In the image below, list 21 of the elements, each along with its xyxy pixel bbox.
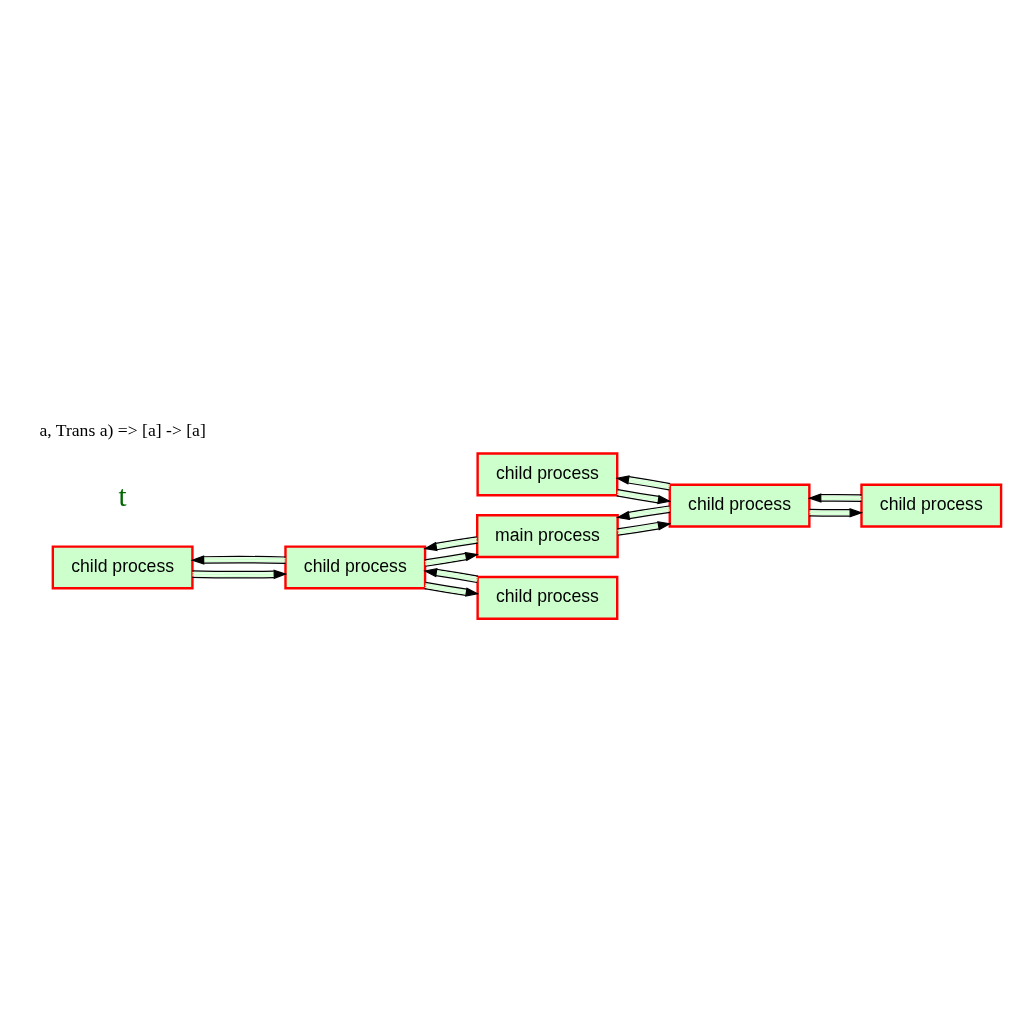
arrow <box>616 520 672 536</box>
arrow <box>808 507 864 518</box>
node-box: child process <box>860 483 1003 528</box>
arrow <box>807 492 862 503</box>
arrow <box>423 535 479 551</box>
arrow <box>616 488 672 504</box>
node-box: child process <box>284 544 427 589</box>
node-box: main process <box>476 513 619 558</box>
node-box: child process <box>51 544 194 589</box>
arrow <box>424 551 479 567</box>
node-box: child process <box>476 575 619 620</box>
arrow <box>191 569 288 579</box>
label: t <box>118 479 127 512</box>
arrow <box>615 474 671 491</box>
arrow <box>616 504 671 520</box>
arrow <box>423 567 479 583</box>
node-box: child process <box>668 483 811 528</box>
node-box: child process <box>476 451 619 496</box>
arrow <box>423 581 480 597</box>
label: a, Trans a) => [a] -> [a] <box>39 419 206 440</box>
arrow <box>190 554 287 565</box>
